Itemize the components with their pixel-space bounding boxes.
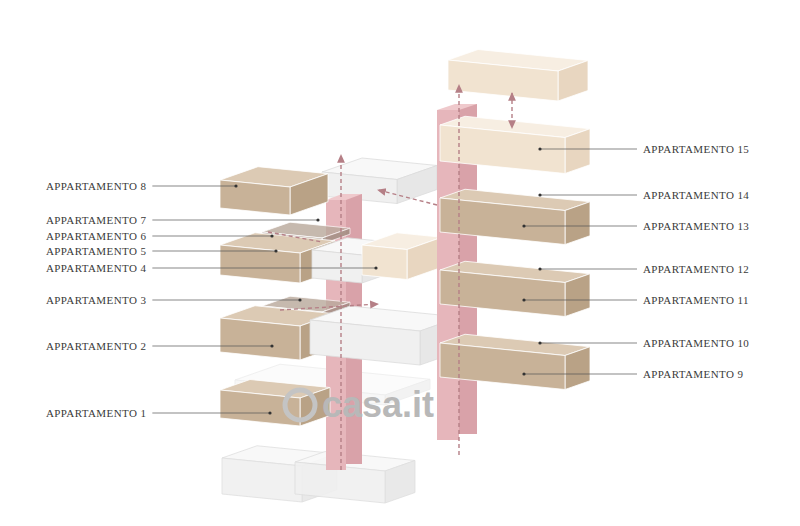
- apartment-block: [220, 167, 328, 215]
- block-face: [397, 166, 437, 204]
- block-face: [565, 129, 590, 174]
- leader-line: [152, 413, 270, 414]
- block-face: [222, 458, 302, 502]
- leader-dot: [538, 267, 541, 270]
- leader-line: [540, 195, 637, 196]
- block-face: [220, 318, 300, 360]
- leader-line: [152, 220, 318, 221]
- leader-dot: [538, 193, 541, 196]
- apartment-label: APPARTAMENTO 15: [643, 143, 749, 156]
- common-block: [322, 158, 437, 204]
- apartment-label: APPARTAMENTO 7: [46, 214, 146, 227]
- block-face: [565, 274, 590, 317]
- block-face: [220, 180, 290, 215]
- block-face: [312, 250, 362, 283]
- apartment-block: [440, 334, 590, 389]
- leader-dot: [234, 184, 237, 187]
- block-face: [565, 347, 590, 390]
- leader-dot: [268, 411, 271, 414]
- leader-dot: [522, 298, 525, 301]
- leader-line: [152, 186, 236, 187]
- leader-dot: [298, 298, 301, 301]
- apartment-label: APPARTAMENTO 5: [46, 245, 146, 258]
- dashed-arrow: [458, 85, 459, 455]
- apartment-label: APPARTAMENTO 13: [643, 220, 749, 233]
- leader-line: [524, 300, 637, 301]
- apartment-label: APPARTAMENTO 3: [46, 294, 146, 307]
- dashed-arrow: [511, 93, 512, 128]
- block-face: [407, 237, 442, 279]
- block-face: [385, 461, 415, 504]
- apartment-block: [440, 189, 590, 244]
- leader-line: [524, 374, 637, 375]
- apartment-block: [440, 116, 590, 173]
- apartment-label: APPARTAMENTO 2: [46, 340, 146, 353]
- leader-line: [152, 268, 376, 269]
- apartment-block: [362, 233, 442, 280]
- leader-line: [152, 300, 300, 301]
- leader-dot: [274, 249, 277, 252]
- leader-line: [540, 149, 637, 150]
- apartment-label: APPARTAMENTO 9: [643, 368, 743, 381]
- core-top: [326, 194, 362, 200]
- leader-dot: [270, 234, 273, 237]
- block-face: [310, 320, 420, 365]
- apartment-block: [440, 261, 590, 316]
- leader-line: [152, 236, 272, 237]
- watermark: casa.it: [322, 385, 434, 425]
- apartment-label: APPARTAMENTO 4: [46, 262, 146, 275]
- dashed-arrow: [378, 190, 437, 205]
- leader-line: [152, 251, 276, 252]
- apartment-label: APPARTAMENTO 1: [46, 407, 146, 420]
- leader-line: [524, 226, 637, 227]
- leader-line: [540, 269, 637, 270]
- leader-line: [152, 346, 272, 347]
- leader-dot: [538, 341, 541, 344]
- apartment-label: APPARTAMENTO 8: [46, 180, 146, 193]
- leader-dot: [374, 266, 377, 269]
- apartment-label: APPARTAMENTO 6: [46, 230, 146, 243]
- apartment-label: APPARTAMENTO 12: [643, 263, 749, 276]
- block-face: [362, 245, 407, 280]
- dashed-arrow: [268, 232, 322, 242]
- watermark-logo: [285, 390, 315, 420]
- leader-dot: [522, 372, 525, 375]
- apartment-block: [220, 380, 330, 427]
- leader-dot: [316, 218, 319, 221]
- apartment-label: APPARTAMENTO 14: [643, 189, 749, 202]
- leader-line: [540, 343, 637, 344]
- leader-lines: [152, 147, 637, 414]
- block-face: [558, 61, 588, 102]
- dashed-arrow: [280, 304, 378, 310]
- leader-dot: [270, 344, 273, 347]
- apartment-label: APPARTAMENTO 11: [643, 294, 749, 307]
- block-face: [565, 202, 590, 245]
- block-face: [290, 174, 328, 215]
- apartment-label: APPARTAMENTO 10: [643, 337, 749, 350]
- core-top: [437, 104, 477, 110]
- block-face: [448, 60, 558, 101]
- leader-dot: [522, 224, 525, 227]
- roof-block: [448, 50, 588, 102]
- leader-dot: [538, 147, 541, 150]
